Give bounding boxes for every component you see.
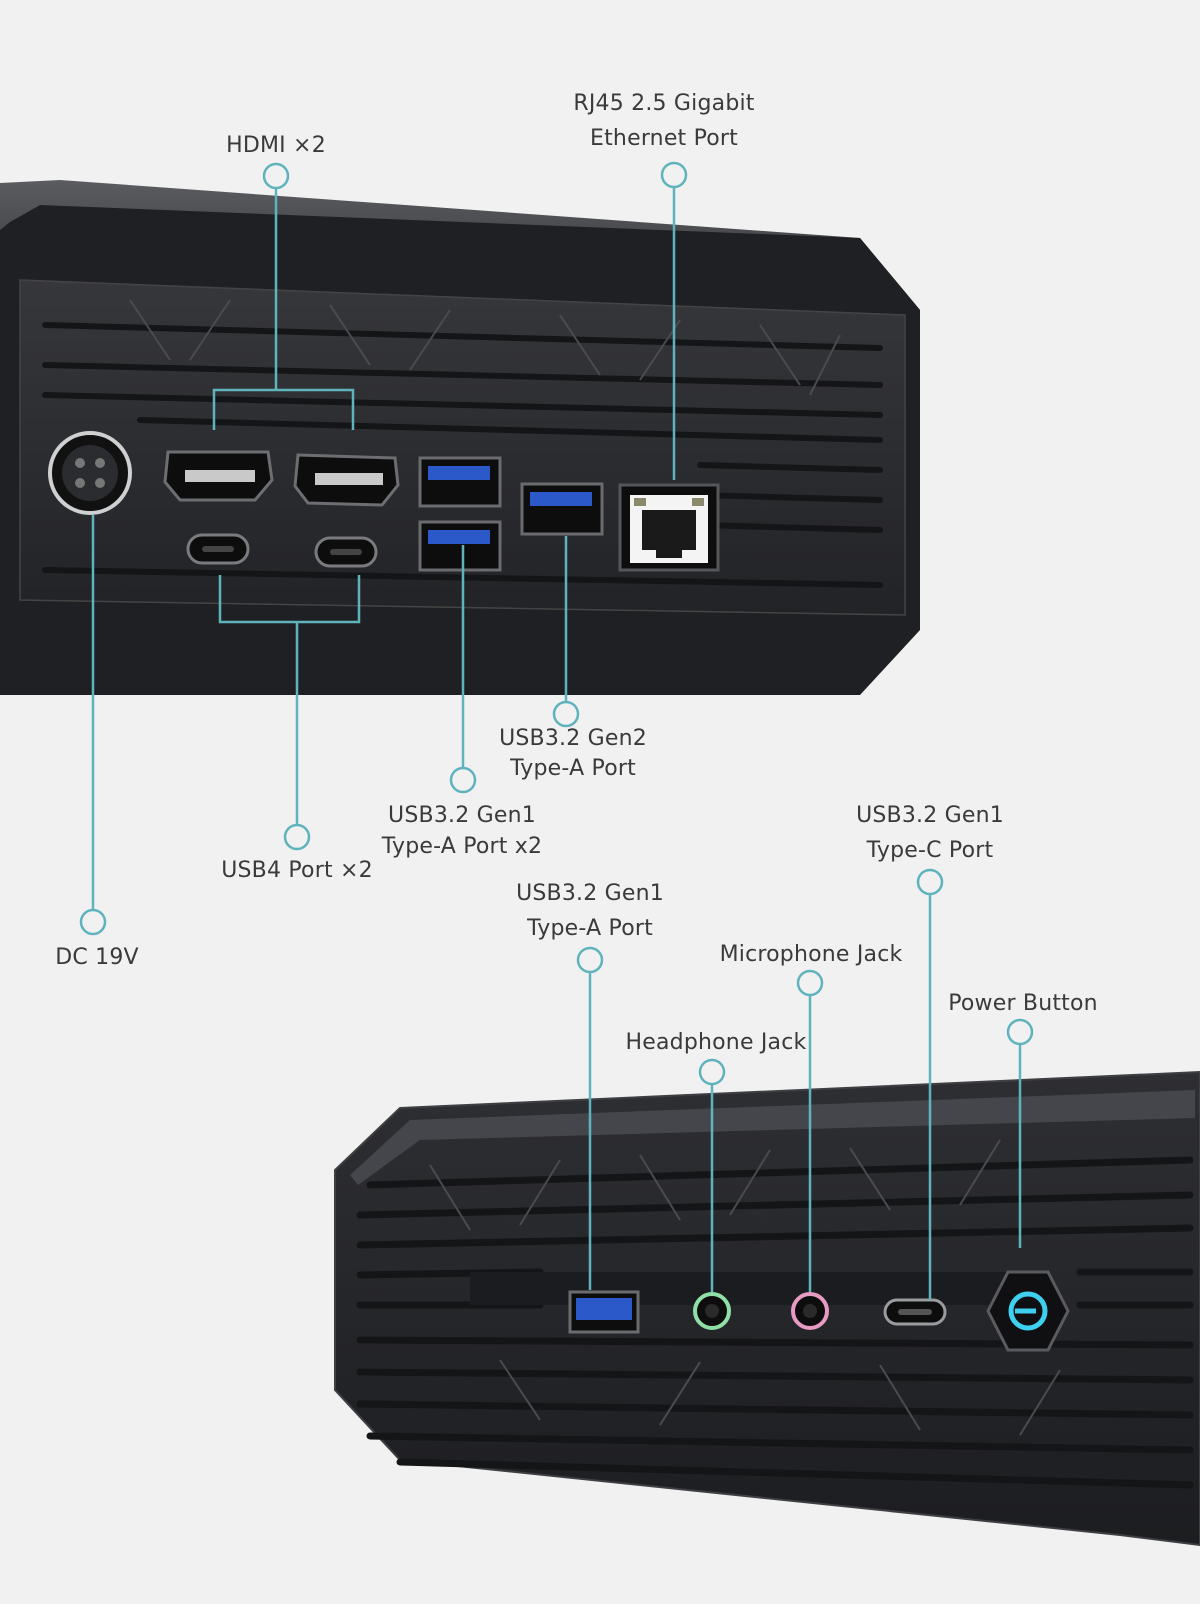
label-headphone: Headphone Jack (626, 1025, 807, 1060)
front-body (334, 1070, 1200, 1547)
label-usb-gen1-front: USB3.2 Gen1 Type-A Port (516, 876, 664, 946)
front-bevel (350, 1090, 1195, 1185)
callout-headphone (698, 1058, 726, 1292)
label-usb-gen1-rear-line2: Type-A Port x2 (381, 834, 543, 859)
hdmi-port-2 (293, 453, 400, 507)
front-grille-diagonals (429, 1139, 1061, 1436)
callout-usb-typec (916, 868, 944, 1300)
label-power: Power Button (948, 986, 1098, 1021)
usb-a-gen2-port (520, 482, 604, 536)
usb-a-gen1-rear-port-2 (418, 520, 502, 572)
label-usb4-text: USB4 Port ×2 (221, 858, 373, 883)
front-port-strip (470, 1272, 1030, 1305)
label-usb-gen1-rear-line1: USB3.2 Gen1 (388, 803, 536, 828)
label-usb-typec: USB3.2 Gen1 Type-C Port (856, 798, 1004, 868)
label-usb-gen1-rear: USB3.2 Gen1 Type-A Port x2 (382, 800, 542, 862)
label-dc-text: DC 19V (55, 945, 139, 970)
usb4-port-2 (314, 536, 378, 568)
dc-jack-port (48, 431, 132, 515)
hdmi-port-1 (163, 450, 274, 502)
label-rj45-line1: RJ45 2.5 Gigabit (573, 91, 755, 116)
callout-microphone (796, 969, 824, 1292)
usb4-port-1 (186, 533, 250, 565)
label-usb-gen2: USB3.2 Gen2 Type-A Port (499, 724, 647, 784)
label-microphone-text: Microphone Jack (719, 942, 903, 967)
power-button (986, 1270, 1070, 1352)
label-rj45-line2: Ethernet Port (590, 126, 738, 151)
usb-a-gen1-rear-port-1 (418, 456, 502, 508)
callout-lines (79, 161, 1034, 1300)
label-usb-gen2-line2: Type-A Port (510, 756, 636, 781)
label-hdmi-text: HDMI ×2 (226, 133, 326, 158)
label-rj45: RJ45 2.5 Gigabit Ethernet Port (573, 86, 754, 156)
label-usb4: USB4 Port ×2 (221, 853, 373, 888)
rj45-port (618, 483, 720, 572)
callout-hdmi (212, 162, 355, 430)
callout-usb-gen2 (552, 536, 580, 728)
callout-usb-gen1-rear (449, 545, 477, 794)
label-usb-typec-line2: Type-C Port (866, 838, 994, 863)
headphone-jack-port (693, 1292, 731, 1330)
rear-device (0, 180, 920, 695)
label-microphone: Microphone Jack (720, 937, 903, 972)
label-usb-gen1-front-line2: Type-A Port (527, 916, 653, 941)
label-power-text: Power Button (948, 991, 1098, 1016)
microphone-jack-port (791, 1292, 829, 1330)
label-dc: DC 19V (55, 940, 139, 975)
callout-power (1006, 1018, 1034, 1248)
callout-rj45 (660, 161, 688, 480)
usb-c-front-port (883, 1298, 947, 1326)
label-usb-typec-line1: USB3.2 Gen1 (856, 803, 1004, 828)
label-headphone-text: Headphone Jack (625, 1030, 807, 1055)
label-usb-gen1-front-line1: USB3.2 Gen1 (516, 881, 664, 906)
callout-dc (79, 515, 107, 936)
label-hdmi: HDMI ×2 (226, 128, 326, 163)
callout-usb4 (218, 575, 361, 851)
callout-usb-gen1-front (576, 946, 604, 1290)
front-device (334, 1070, 1200, 1547)
label-usb-gen2-line1: USB3.2 Gen2 (499, 726, 647, 751)
rear-grille-diagonals (129, 299, 841, 396)
usb-a-gen1-front-port (568, 1290, 640, 1334)
